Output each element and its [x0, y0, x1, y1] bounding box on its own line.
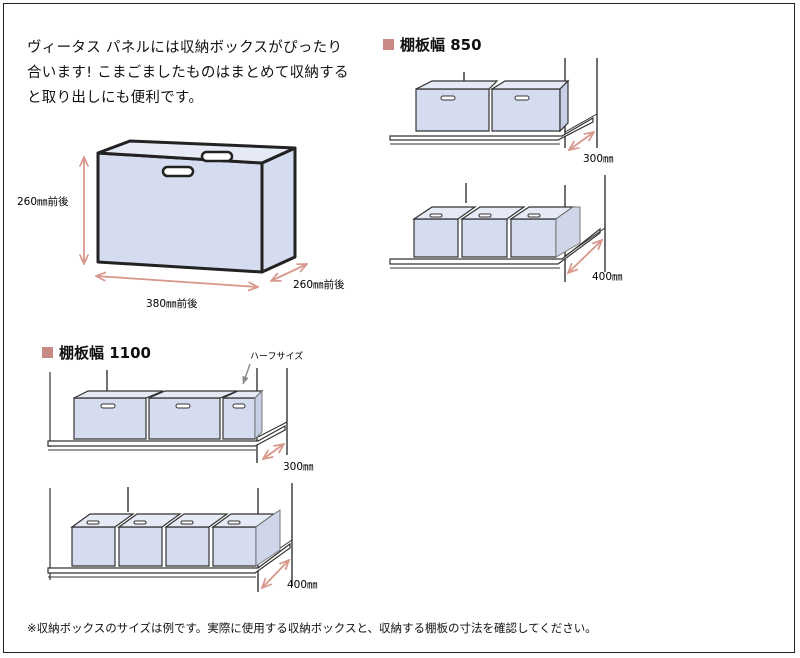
- depth-arrow: [569, 132, 594, 150]
- storage-box-icon: [164, 513, 229, 567]
- heading-marker-square: [383, 39, 394, 50]
- depth-arrow: [263, 444, 284, 459]
- intro-text: ヴィータス パネルには収納ボックスがぴったり 合います! こまごましたものはまと…: [27, 36, 357, 111]
- shelf-850-300-scene: [389, 58, 598, 150]
- depth-label: 260㎜前後: [293, 278, 345, 291]
- shelf-1100-400-scene: [47, 483, 293, 592]
- depth-arrow: [568, 240, 602, 273]
- storage-box-icon: [412, 206, 477, 258]
- shelf-850-400-scene: [389, 175, 606, 282]
- half-size-pointer-arrow: [242, 363, 251, 385]
- footnote: ※収納ボックスのサイズは例です。実際に使用する収納ボックスと、収納する棚板の寸法…: [27, 621, 597, 635]
- depth-dimension-arrow: [271, 264, 307, 281]
- storage-box-icon: [70, 513, 135, 567]
- width-dimension-arrow: [96, 276, 258, 287]
- storage-box-icon: [148, 390, 238, 440]
- heading-shelf-850: 棚板幅 850: [383, 34, 482, 55]
- storage-box-illustration: [96, 139, 297, 274]
- storage-box-icon: [489, 79, 570, 133]
- storage-box-icon: [460, 206, 526, 258]
- intro-line-2: 合います! こまごましたものはまとめて収納する: [27, 65, 349, 81]
- intro-line-3: と取り出しにも便利です。: [27, 90, 204, 106]
- storage-box-icon: [415, 80, 499, 132]
- depth-arrow: [262, 560, 289, 588]
- heading-shelf-1100-label: 棚板幅 1100: [59, 344, 151, 362]
- figure-frame: [3, 3, 795, 653]
- shelf-850-depth-400: 400㎜: [592, 271, 623, 283]
- shelf-1100-300-scene: [47, 363, 288, 463]
- storage-box-icon: [73, 390, 164, 440]
- half-size-box-icon: [222, 389, 264, 441]
- heading-marker-square: [42, 347, 53, 358]
- width-label: 380㎜前後: [146, 297, 198, 310]
- shelf-1100-depth-400: 400㎜: [287, 579, 318, 591]
- shelf-850-depth-300: 300㎜: [583, 153, 614, 165]
- heading-shelf-850-label: 棚板幅 850: [400, 36, 482, 54]
- intro-line-1: ヴィータス パネルには収納ボックスがぴったり: [27, 40, 343, 56]
- heading-shelf-1100: 棚板幅 1100: [42, 342, 151, 363]
- storage-box-icon: [509, 206, 581, 258]
- storage-box-icon: [211, 509, 281, 567]
- shelf-1100-depth-300: 300㎜: [283, 461, 314, 473]
- storage-box-icon: [117, 513, 182, 567]
- height-label: 260㎜前後: [17, 195, 69, 208]
- half-size-label: ハーフサイズ: [250, 350, 303, 362]
